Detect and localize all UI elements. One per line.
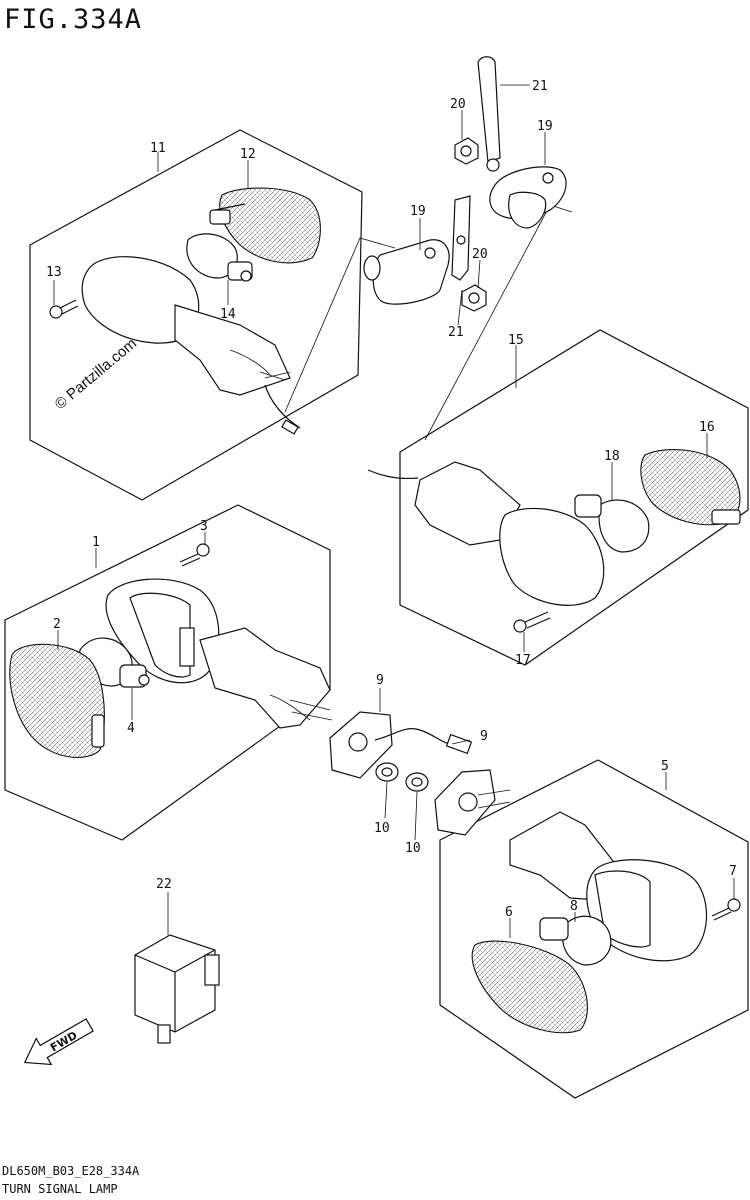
callout-14: 14 <box>220 307 236 322</box>
grommet-10-left <box>375 762 399 782</box>
bulb-8 <box>539 915 612 966</box>
screw-17 <box>513 611 551 633</box>
group-box-11 <box>29 129 363 501</box>
callout-9-left: 9 <box>376 673 384 688</box>
bulb-14 <box>186 233 253 282</box>
callout-10-left: 10 <box>374 821 390 836</box>
screw-7 <box>711 898 741 921</box>
callout-10-right: 10 <box>405 841 421 856</box>
callout-21-lower: 21 <box>448 325 464 340</box>
bulb-18 <box>574 494 650 553</box>
nut-20-upper <box>454 137 479 165</box>
strap-21-upper <box>477 56 501 172</box>
callout-6: 6 <box>505 905 513 920</box>
lamp-assembly-1 <box>9 543 333 758</box>
lamp-assembly-5 <box>471 811 741 1034</box>
lamp-stem-1 <box>199 627 331 729</box>
figure-title: FIG.334A <box>4 4 143 35</box>
lamp-wire-15 <box>367 469 419 480</box>
callout-11: 11 <box>150 141 166 156</box>
lens-12 <box>209 187 321 264</box>
lens-2 <box>9 643 105 758</box>
callout-22: 22 <box>156 877 172 892</box>
lamp-assembly-15 <box>367 449 741 633</box>
mount-bracket-19-lower <box>363 239 450 305</box>
leader-15-bracket <box>424 204 573 441</box>
leader-11-bracket <box>284 237 396 413</box>
diagram-name: TURN SIGNAL LAMP <box>2 1182 118 1196</box>
callout-7: 7 <box>729 864 737 879</box>
callout-9-right: 9 <box>480 729 488 744</box>
mount-bracket-19-upper <box>489 166 567 229</box>
watermark: © Partzilla.com <box>52 335 140 413</box>
callout-3: 3 <box>200 519 208 534</box>
callout-20-lower: 20 <box>472 247 488 262</box>
callout-16: 16 <box>699 420 715 435</box>
callout-12: 12 <box>240 147 256 162</box>
flasher-relay-22 <box>134 934 220 1044</box>
lens-6 <box>471 940 588 1034</box>
nut-20-lower <box>461 284 487 312</box>
screw-3 <box>179 543 210 567</box>
grommet-10-right <box>405 772 429 792</box>
strap-21-lower <box>451 195 471 281</box>
callout-4: 4 <box>127 721 135 736</box>
callout-19-upper: 19 <box>537 119 553 134</box>
callout-18: 18 <box>604 449 620 464</box>
lens-16 <box>640 449 741 526</box>
callout-17: 17 <box>515 653 531 668</box>
group-box-5 <box>439 759 749 1099</box>
screw-13 <box>49 299 79 319</box>
callout-1: 1 <box>92 535 100 550</box>
callout-2: 2 <box>53 617 61 632</box>
callout-15: 15 <box>508 333 524 348</box>
callout-21-upper: 21 <box>532 79 548 94</box>
callout-5: 5 <box>661 759 669 774</box>
lamp-housing-15 <box>499 507 605 606</box>
callout-19-lower: 19 <box>410 204 426 219</box>
leader-lines <box>53 84 735 938</box>
lamp-assembly-11 <box>49 187 321 435</box>
mount-plate-9-right <box>434 769 511 836</box>
diagram-code: DL650M_B03_E28_334A <box>2 1164 140 1178</box>
callout-20-upper: 20 <box>450 97 466 112</box>
fwd-arrow-icon: FWD <box>23 1018 94 1066</box>
callout-8: 8 <box>570 899 578 914</box>
mount-plate-9-left <box>329 711 473 779</box>
callout-13: 13 <box>46 265 62 280</box>
group-box-15 <box>399 329 749 666</box>
harness-wire-9 <box>374 728 453 746</box>
lamp-wire-11 <box>264 384 301 429</box>
